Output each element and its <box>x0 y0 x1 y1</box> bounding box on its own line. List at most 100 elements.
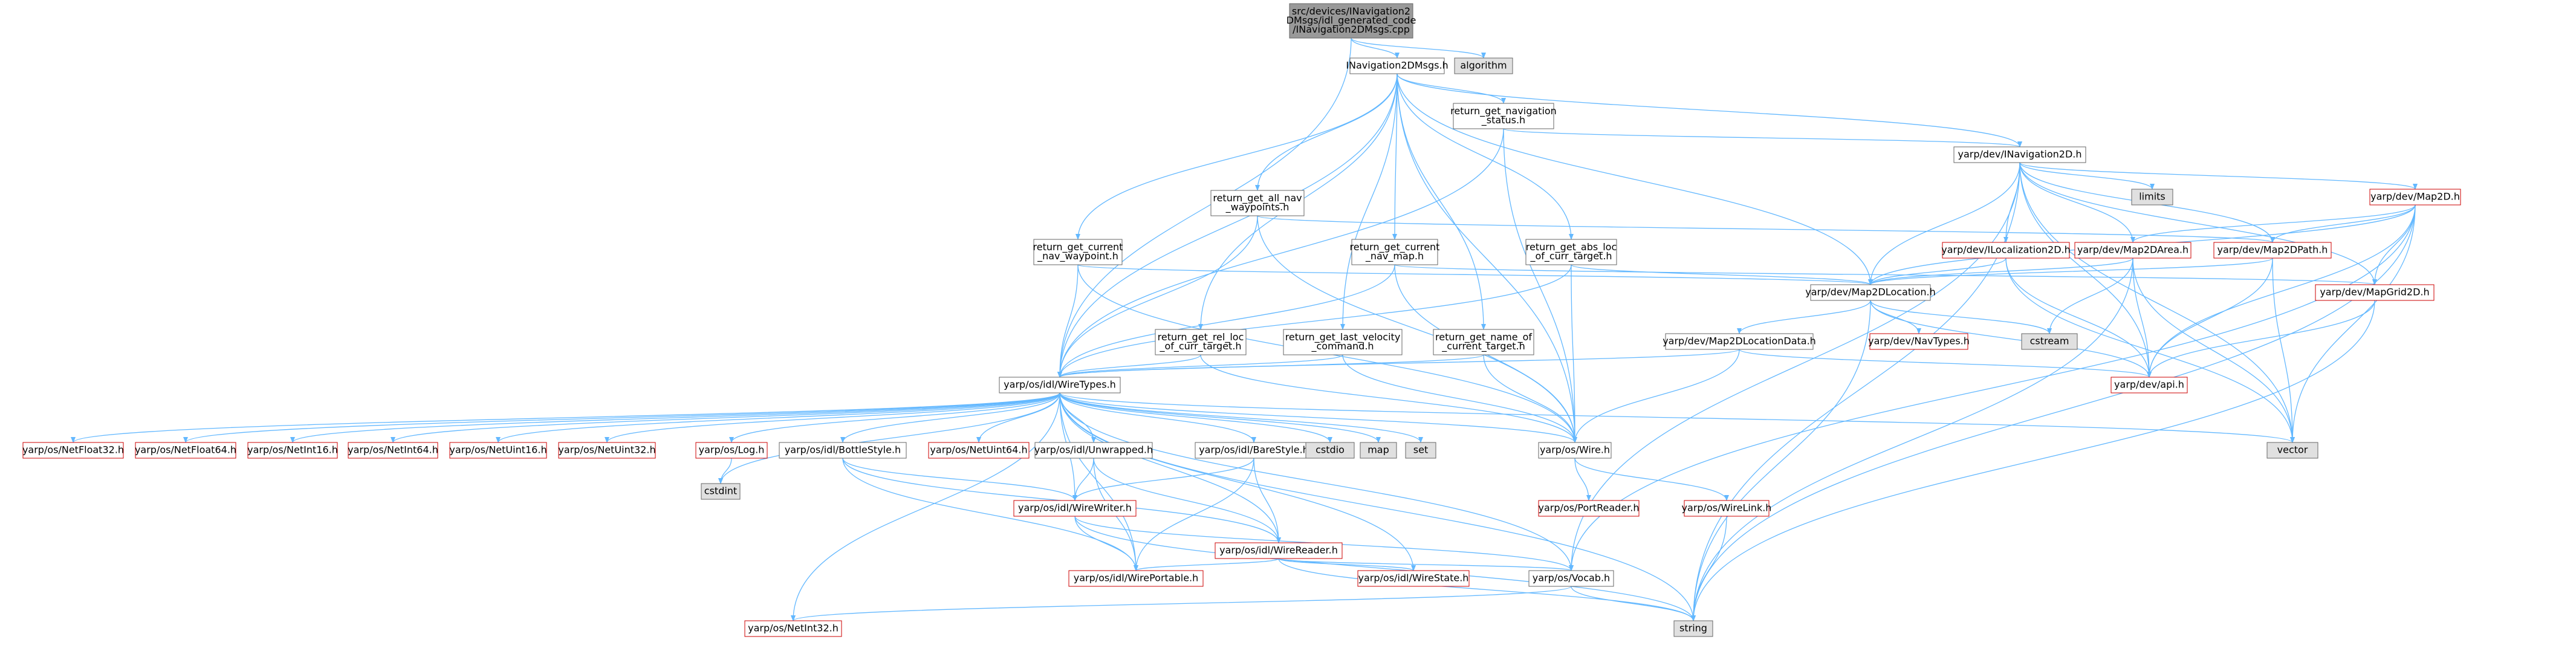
node-nav2dmsgs[interactable]: INavigation2DMsgs.h <box>1346 57 1449 74</box>
node-box <box>1673 620 1713 637</box>
node-box <box>1810 284 1931 301</box>
node-inav2d[interactable]: yarp/dev/INavigation2D.h <box>1953 146 2086 163</box>
edge-ret_all_wp-to-wire <box>1257 215 1577 443</box>
node-box <box>1528 570 1614 587</box>
node-box <box>1305 442 1355 459</box>
node-netint16[interactable]: yarp/os/NetInt16.h <box>247 442 338 459</box>
node-label: return_get_name_of <box>1435 331 1532 343</box>
node-wirereader[interactable]: yarp/os/idl/WireReader.h <box>1215 542 1343 559</box>
node-label: yarp/os/Wire.h <box>1540 444 1610 456</box>
node-box <box>135 442 236 459</box>
node-box <box>1433 329 1534 355</box>
node-barestyle[interactable]: yarp/os/idl/BareStyle.h <box>1195 442 1313 459</box>
node-portreader[interactable]: yarp/os/PortReader.h <box>1538 500 1640 517</box>
edge-vocab-to-netint32 <box>791 586 1572 621</box>
node-netfloat32[interactable]: yarp/os/NetFloat32.h <box>22 442 124 459</box>
node-box <box>449 442 547 459</box>
node-iloc2d[interactable]: yarp/dev/ILocalization2D.h <box>1941 242 2071 259</box>
node-vocab[interactable]: yarp/os/Vocab.h <box>1528 570 1614 587</box>
edge-unwrapped-to-wirereader <box>1093 458 1281 543</box>
node-label: _of_curr_target.h <box>1159 340 1241 352</box>
node-box <box>2131 189 2173 206</box>
node-label: yarp/os/idl/BareStyle.h <box>1199 444 1309 456</box>
node-ret_abs_loc[interactable]: return_get_abs_loc_of_curr_target.h <box>1525 239 1617 265</box>
node-root[interactable]: src/devices/INavigation2DMsgs/idl_genera… <box>1286 3 1416 39</box>
edge-iloc2d-to-map2dloc <box>1868 257 2007 285</box>
node-api[interactable]: yarp/dev/api.h <box>2110 377 2188 394</box>
node-label: INavigation2DMsgs.h <box>1346 60 1448 71</box>
node-map2dloc[interactable]: yarp/dev/Map2DLocation.h <box>1805 284 1936 301</box>
node-box <box>1195 442 1313 459</box>
edge-map2d-to-map2darea <box>2130 204 2416 243</box>
edge-wiretypes-to-netuint32 <box>605 392 1060 443</box>
node-limits: limits <box>2131 189 2173 206</box>
edge-wiretypes-to-string <box>1059 392 1696 621</box>
node-bottlestyle[interactable]: yarp/os/idl/BottleStyle.h <box>779 442 907 459</box>
node-wirelink[interactable]: yarp/os/WireLink.h <box>1682 500 1772 517</box>
node-label: yarp/os/WireLink.h <box>1682 502 1772 514</box>
edge-inav2d-to-map2darea <box>2019 162 2135 243</box>
node-box <box>1289 3 1413 39</box>
node-map2dpath[interactable]: yarp/dev/Map2DPath.h <box>2213 242 2332 259</box>
node-label: limits <box>2139 191 2166 202</box>
node-label: set <box>1413 444 1428 456</box>
node-unwrapped[interactable]: yarp/os/idl/Unwrapped.h <box>1034 442 1153 459</box>
node-map2d[interactable]: yarp/dev/Map2D.h <box>2369 189 2461 206</box>
node-ret_rel_loc[interactable]: return_get_rel_loc_of_curr_target.h <box>1155 329 1247 355</box>
node-mapgrid2d[interactable]: yarp/dev/MapGrid2D.h <box>2315 284 2435 301</box>
node-label: algorithm <box>1460 60 1507 71</box>
node-box <box>1953 146 2086 163</box>
node-label: yarp/os/idl/WireState.h <box>1358 572 1469 584</box>
node-label: _nav_waypoint.h <box>1037 250 1118 262</box>
node-wirestate[interactable]: yarp/os/idl/WireState.h <box>1357 570 1470 587</box>
node-label: yarp/os/idl/BottleStyle.h <box>785 444 901 456</box>
node-netuint32[interactable]: yarp/os/NetUint32.h <box>558 442 656 459</box>
node-ret_all_wp[interactable]: return_get_all_nav_waypoints.h <box>1210 190 1305 216</box>
node-label: _nav_map.h <box>1365 250 1424 262</box>
edge-map2d-to-string <box>1691 204 2416 621</box>
node-wirewriter[interactable]: yarp/os/idl/WireWriter.h <box>1013 500 1137 517</box>
node-navtypes[interactable]: yarp/dev/NavTypes.h <box>1868 333 1970 350</box>
edge-inav2d-to-map2d <box>2019 162 2418 190</box>
edge-mapgrid2d-to-string <box>1691 300 2375 621</box>
node-wiretypes[interactable]: yarp/os/idl/WireTypes.h <box>999 377 1121 394</box>
node-label: DMsgs/idl_generated_code <box>1286 15 1416 27</box>
edge-ret_all_wp-to-map2dpath <box>1257 215 2275 243</box>
node-label: yarp/os/NetUint16.h <box>449 444 547 456</box>
node-string: string <box>1673 620 1713 637</box>
node-log[interactable]: yarp/os/Log.h <box>695 442 768 459</box>
edge-map2darea-to-api <box>2132 257 2152 378</box>
edge-wiretypes-to-barestyle <box>1059 392 1256 443</box>
node-box <box>1349 57 1445 74</box>
node-label: _of_curr_target.h <box>1530 250 1612 262</box>
node-box <box>2266 442 2318 459</box>
node-netuint16[interactable]: yarp/os/NetUint16.h <box>449 442 547 459</box>
edge-iloc2d-to-api <box>2005 257 2152 378</box>
edge-ret_abs_loc-to-wire <box>1571 264 1577 443</box>
edge-ret_cur_wp-to-map2dloc <box>1077 264 1873 285</box>
node-wire[interactable]: yarp/os/Wire.h <box>1538 442 1612 459</box>
node-ret_name[interactable]: return_get_name_of_current_target.h <box>1433 329 1534 355</box>
edge-map2d-to-vocab <box>1569 204 2416 571</box>
node-ret_cur_map[interactable]: return_get_current_nav_map.h <box>1350 239 1440 265</box>
node-map2darea[interactable]: yarp/dev/Map2DArea.h <box>2074 242 2192 259</box>
node-ret_nav_status[interactable]: return_get_navigation_status.h <box>1450 103 1557 129</box>
node-label: vector <box>2277 444 2308 456</box>
node-wireportable[interactable]: yarp/os/idl/WirePortable.h <box>1068 570 1204 587</box>
node-map2dlocdata[interactable]: yarp/dev/Map2DLocationData.h <box>1663 333 1816 350</box>
edge-wiretypes-to-netint32 <box>791 392 1060 621</box>
node-label: yarp/dev/api.h <box>2114 379 2184 390</box>
node-ret_last_vel[interactable]: return_get_last_velocity_command.h <box>1283 329 1403 355</box>
edge-nav2dmsgs-to-wire <box>1397 73 1577 443</box>
edge-map2dlocdata-to-api <box>1739 349 2152 378</box>
node-label: _current_target.h <box>1441 340 1525 352</box>
edge-wire-to-portreader <box>1574 458 1591 501</box>
node-netuint64[interactable]: yarp/os/NetUint64.h <box>928 442 1030 459</box>
edge-barestyle-to-wirereader <box>1253 458 1281 543</box>
node-netint32[interactable]: yarp/os/NetInt32.h <box>744 620 842 637</box>
node-box <box>1283 329 1403 355</box>
node-netfloat64[interactable]: yarp/os/NetFloat64.h <box>135 442 236 459</box>
node-ret_cur_wp[interactable]: return_get_current_nav_waypoint.h <box>1033 239 1123 265</box>
node-netint64[interactable]: yarp/os/NetInt64.h <box>348 442 438 459</box>
